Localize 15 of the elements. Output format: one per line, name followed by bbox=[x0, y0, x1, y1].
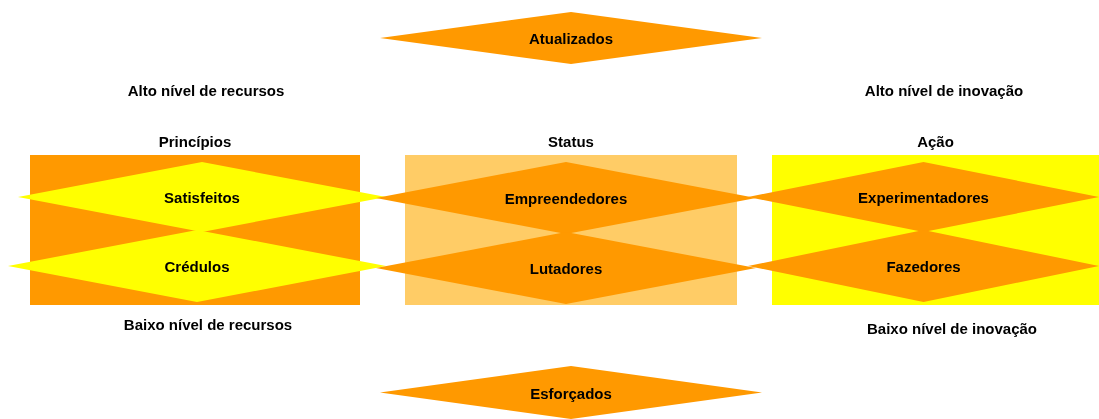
segment-label: Satisfeitos bbox=[164, 188, 240, 206]
segment-label: Atualizados bbox=[528, 29, 614, 47]
axis-label: Alto nível de inovação bbox=[864, 82, 1024, 99]
column-heading: Princípios bbox=[157, 133, 233, 150]
axis-label: Baixo nível de inovação bbox=[866, 320, 1038, 337]
axis-label: Alto nível de recursos bbox=[127, 82, 285, 99]
segment-label: Fazedores bbox=[886, 257, 961, 275]
segment-label: Empreendedores bbox=[504, 189, 628, 207]
axis-label: Baixo nível de recursos bbox=[123, 316, 293, 333]
column-heading: Ação bbox=[916, 133, 955, 150]
segment-label: Lutadores bbox=[529, 259, 603, 277]
segment-label: Experimentadores bbox=[858, 188, 989, 206]
column-heading: Status bbox=[547, 133, 595, 150]
segment-label: Crédulos bbox=[164, 257, 230, 275]
segment-label: Esforçados bbox=[530, 384, 612, 401]
